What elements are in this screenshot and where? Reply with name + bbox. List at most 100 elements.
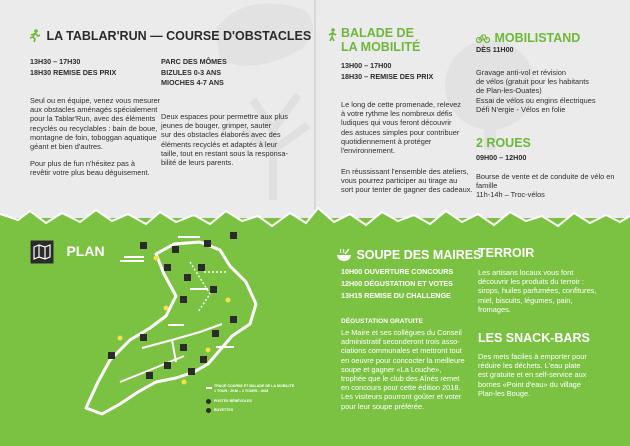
text-line: taille, tout en restant sous la responsa… xyxy=(161,148,288,158)
schedule-line: 13h30 – 17h30 xyxy=(30,57,81,66)
legend-line: Tracé course et balade de la mobilité xyxy=(214,384,295,388)
deux-roues-time: 09h00 – 12h00 xyxy=(476,153,527,162)
plan-title: Plan xyxy=(66,243,105,260)
dotted-paths xyxy=(189,261,226,313)
legend-route: Tracé course et balade de la mobilité 1 … xyxy=(206,384,302,393)
text-line: en concours pour cette édition 2018. xyxy=(341,383,461,393)
text-line: Essai de vélos ou engins électriques xyxy=(476,95,596,105)
bicycle-icon xyxy=(476,34,490,43)
text-line: l'environnement. xyxy=(341,146,395,156)
text-line: 11h-14h – Troc-vélos xyxy=(476,190,545,200)
soup-bowl-icon xyxy=(337,248,351,261)
text-line: jeunes de bouger, grimper, sauter xyxy=(161,121,272,131)
text-line: géant et bien d'autres. xyxy=(30,142,103,152)
soupe-header: Soupe des maires xyxy=(336,246,481,264)
text-line: En réussissant l'ensemble des ateliers, xyxy=(341,167,469,176)
tablarun-title: La Tablar'Run — Course d'obstacles xyxy=(46,29,312,43)
text-line: aux obstacles aménagés spécialement xyxy=(30,105,158,115)
text-line: montagne de foin, toboggan aquatique xyxy=(30,132,157,142)
momes-line: Mioches 4-7 ans xyxy=(161,78,224,87)
map-legend: Tracé course et balade de la mobilité 1 … xyxy=(206,384,302,413)
mobilistand-header: Mobilistand xyxy=(476,29,580,47)
soupe-schedule: 10h00 Ouverture concours 12h00 Dégustati… xyxy=(341,266,481,302)
text-line: bilité de leurs parents. xyxy=(161,158,234,168)
text-line: quotidiennement à protéger xyxy=(341,136,432,146)
secondary-paths xyxy=(119,323,223,383)
text-line: Plan-les Bouge. xyxy=(478,388,531,398)
text-line: sort pour tenter de gagner des cadeaux. xyxy=(341,185,473,195)
text-line: ludiques qui vous feront découvrir xyxy=(341,118,452,128)
text-line: Le long de cette promenade, relevez xyxy=(341,100,461,109)
volunteer-post-markers xyxy=(117,255,231,385)
text-line: recyclés ou recyclables : bain de boue, xyxy=(30,123,158,133)
momes-line: Bizules 0-3 ans xyxy=(161,67,222,77)
legend-label: Buvettes xyxy=(214,407,234,412)
green-lower-area xyxy=(0,218,630,446)
schedule-line: 10h00 Ouverture concours xyxy=(341,267,454,276)
map-markers xyxy=(108,232,237,379)
schedule-line: 18h30 – Remise des prix xyxy=(341,71,434,81)
text-line: de vélos (gratuit pour les habitants xyxy=(476,77,589,87)
tablarun-description: Seul ou en équipe, venez vous mesurer au… xyxy=(30,96,172,151)
text-line: Seul ou en équipe, venez vous mesurer xyxy=(30,96,161,105)
plan-header: Plan xyxy=(30,240,105,264)
text-line: sirops, huiles parfumées, confitures, xyxy=(478,286,597,296)
running-person-icon xyxy=(29,28,41,43)
soupe-description: Le Maire et ses collègues du Conseil adm… xyxy=(341,328,473,411)
text-line: en oeuvre pour concocter la meilleure xyxy=(341,355,465,365)
text-line: revêtir votre plus beau déguisement. xyxy=(30,168,150,178)
text-line: vous pourrez participer au tirage au xyxy=(341,176,458,186)
parc-des-momes-lines: Parc des mômes Bizules 0-3 ans Mioches 4… xyxy=(161,57,291,89)
site-map xyxy=(84,232,258,416)
tablarun-header: La Tablar'Run — Course d'obstacles xyxy=(28,27,311,45)
course-route xyxy=(84,240,258,416)
tablarun-costume-tip: Pour plus de fun n'hésitez pas à revêtir… xyxy=(30,159,172,177)
text-line: soupe et gagner «La Louche», xyxy=(341,364,442,374)
text-line: Pour plus de fun n'hésitez pas à xyxy=(30,159,135,168)
snackbars-description: Des mets faciles à emporter pour réduire… xyxy=(478,352,626,398)
text-line: des astuces simples pour contribuer xyxy=(341,127,460,137)
text-line: Deux espaces pour permettre aux plus xyxy=(161,112,288,121)
legend-volunteers: Postes bénévoles xyxy=(206,399,302,405)
balade-title-line: la mobilité xyxy=(341,39,421,54)
volunteer-marker-icon xyxy=(206,399,211,405)
deux-roues-description: Bourse de vente et de conduite de vélo e… xyxy=(476,172,628,200)
text-line: à votre rythme les nombreux défis xyxy=(341,109,453,119)
tree-decoration-right xyxy=(445,40,535,150)
schedule-line: 18h30 Remise des prix xyxy=(30,67,117,77)
text-line: est gratuite et en self-service aux xyxy=(478,370,587,380)
tablarun-schedule: 13h30 – 17h30 18h30 Remise des prix xyxy=(30,57,150,78)
text-line: administratif seconderont trois asso- xyxy=(341,337,460,347)
schedule-line: 13h15 Remise du challenge xyxy=(341,291,451,300)
text-line: de Plan-les-Ouates) xyxy=(476,86,542,96)
text-line: sur des obstacles élaborés avec des xyxy=(161,130,281,140)
text-line: Les visiteurs pourront goûter et voter xyxy=(341,392,462,402)
mobilistand-title: Mobilistand xyxy=(494,31,581,45)
shoe-print-decoration xyxy=(215,3,313,66)
legend-line: 1 tour : 2km – 2 tours : 4km xyxy=(214,388,269,393)
text-line: découvrir les produits du terroir : xyxy=(478,277,584,287)
text-line: Défi N'ergie - Vélos en folie xyxy=(476,104,566,114)
text-line: Des mets faciles à emporter pour xyxy=(478,352,587,361)
terroir-title: Terroir xyxy=(478,246,535,260)
mobilistand-time: dès 11h00 xyxy=(476,45,514,54)
schedule-line: 12h00 Dégustation et votes xyxy=(341,279,453,288)
text-line: éléments recyclés et adaptés à leur xyxy=(161,139,278,149)
parc-des-momes-description: Deux espaces pour permettre aux plus jeu… xyxy=(161,112,307,167)
text-line: réduire les déchets. L'eau plate xyxy=(478,361,581,371)
balade-title: Balade de la mobilité xyxy=(341,26,421,55)
balade-title-line: Balade de xyxy=(341,26,414,40)
text-line: bornes «Point d'eau» du village xyxy=(478,379,581,389)
text-line: Les artisans locaux vous font xyxy=(478,268,574,277)
buvette-marker-icon xyxy=(206,407,211,413)
text-line: pour leur soupe préférée. xyxy=(341,401,424,411)
terroir-description: Les artisans locaux vous font découvrir … xyxy=(478,268,626,314)
text-line: Gravage anti-vol et révision xyxy=(476,68,566,77)
tree-decoration-left xyxy=(240,92,311,200)
text-line: miel, biscuits, légumes, pain, xyxy=(478,295,573,305)
momes-line: Parc des mômes xyxy=(161,57,227,66)
soupe-title: Soupe des maires xyxy=(356,248,482,262)
walking-person-icon xyxy=(328,28,337,42)
mobilistand-description: Gravage anti-vol et révision de vélos (g… xyxy=(476,68,624,114)
